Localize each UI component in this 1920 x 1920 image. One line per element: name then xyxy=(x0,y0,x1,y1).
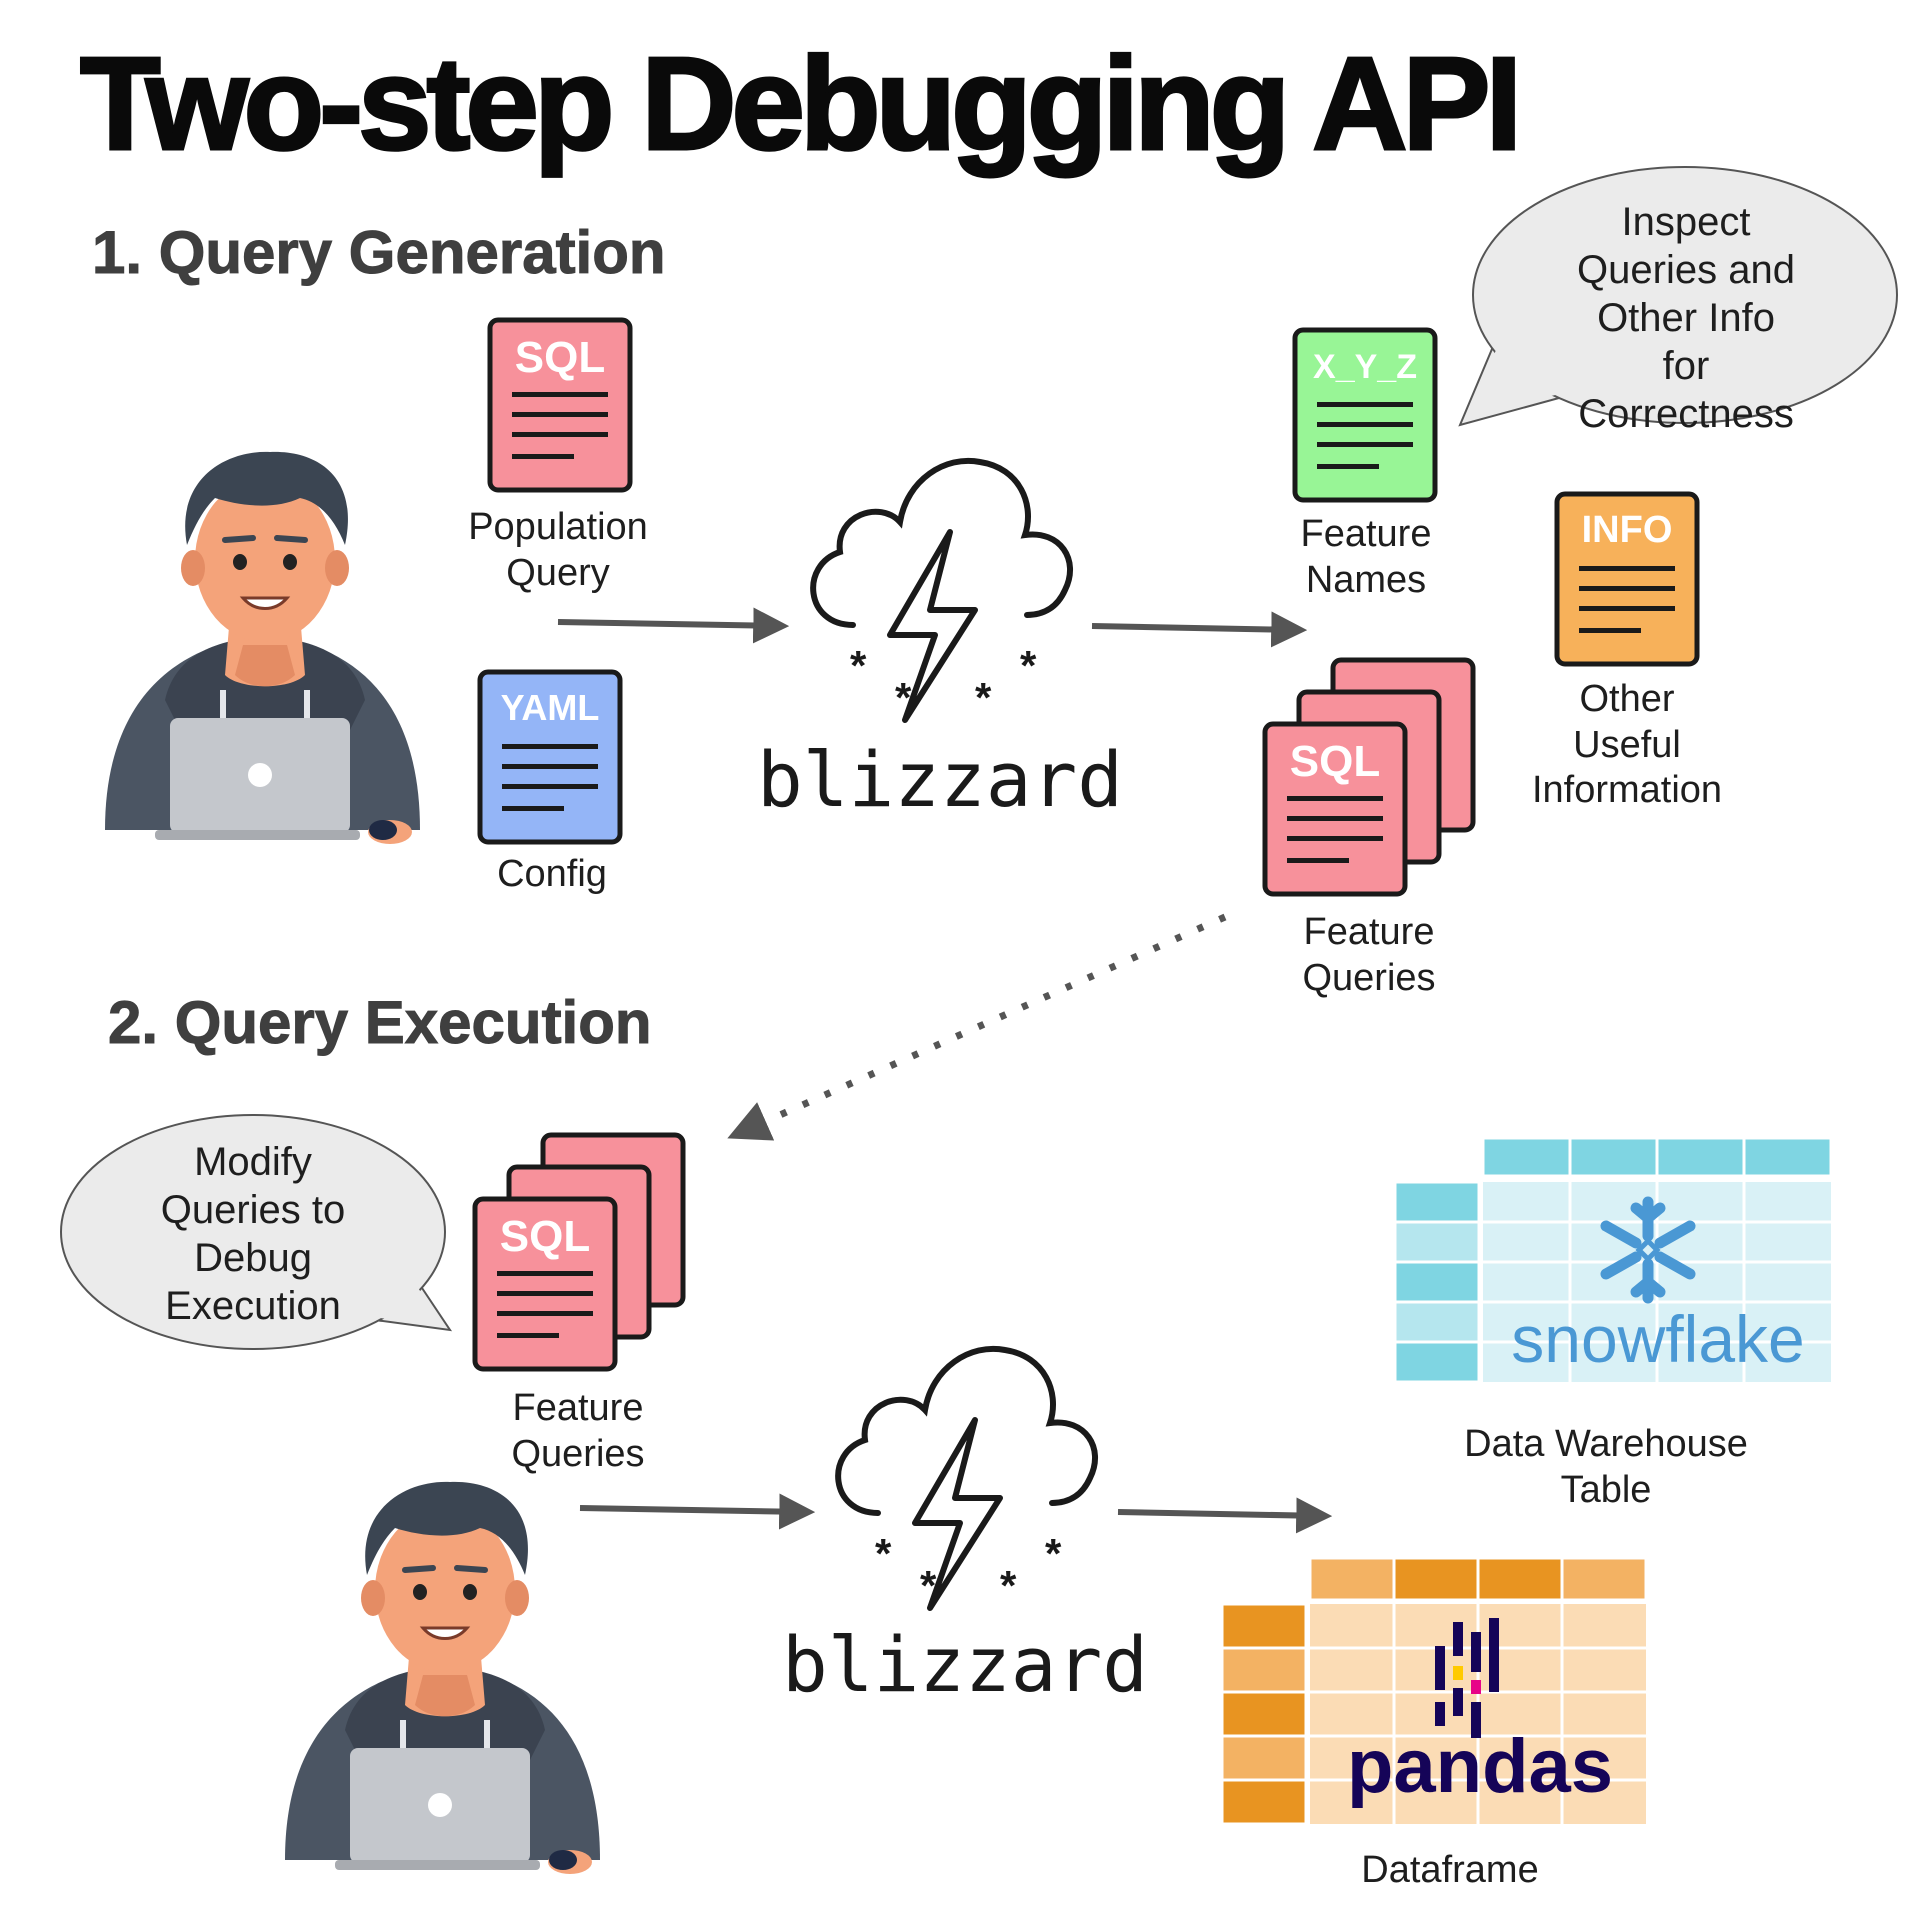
blizzard-brand-label-2: blizzard xyxy=(781,1620,1149,1709)
storm-cloud-icon-2 xyxy=(838,1349,1095,1609)
label-line: Information xyxy=(1531,769,1723,812)
label-line: Feature xyxy=(1300,513,1432,555)
data-warehouse-table-label: Data Warehouse Table xyxy=(1464,1422,1748,1513)
feature-queries-stack-icon-2: SQL xyxy=(472,1132,686,1372)
label-line: Feature xyxy=(512,1387,644,1429)
svg-text:INFO: INFO xyxy=(1582,509,1673,551)
arrow-from-blizzard xyxy=(1091,611,1308,648)
user-with-laptop-icon xyxy=(105,452,420,844)
snowflake-table-graphic xyxy=(1393,1136,1833,1384)
blizzard-brand-label: blizzard xyxy=(756,735,1124,824)
bubble-line: Correctness xyxy=(1578,392,1794,436)
section-query-execution: 2. Query Execution xyxy=(108,989,653,1057)
bubble-line: Inspect xyxy=(1621,200,1751,244)
config-yaml-document-icon: YAML xyxy=(477,669,623,845)
storm-cloud-icon xyxy=(813,461,1070,721)
bubble-line: Debug xyxy=(194,1236,312,1280)
bubble-line: Execution xyxy=(165,1284,341,1328)
feature-queries-label-2: Feature Queries xyxy=(511,1386,644,1477)
label-line: Queries xyxy=(511,1432,645,1475)
svg-text:X_Y_Z: X_Y_Z xyxy=(1313,348,1417,386)
info-document-icon: INFO xyxy=(1554,491,1700,667)
arrow-to-outputs xyxy=(1117,1497,1333,1534)
user-with-laptop-icon-2 xyxy=(285,1482,600,1874)
label-line: Queries xyxy=(1302,956,1436,999)
other-useful-information-label: Other Useful Information xyxy=(1532,677,1722,814)
label-line: Population xyxy=(468,506,648,548)
dataframe-label: Dataframe xyxy=(1361,1849,1539,1891)
arrow-to-blizzard-2 xyxy=(579,1493,816,1530)
label-line: Useful xyxy=(1573,723,1681,766)
label-line: Data Warehouse xyxy=(1464,1423,1748,1465)
label-line: Table xyxy=(1560,1468,1652,1511)
pandas-logo-text: pandas xyxy=(1347,1724,1613,1809)
arrow-to-blizzard xyxy=(557,607,790,644)
feature-names-label: Feature Names xyxy=(1301,512,1432,603)
label-line: Names xyxy=(1305,558,1427,601)
modify-speech-bubble xyxy=(60,1114,453,1350)
label-line: Query xyxy=(506,551,610,594)
svg-text:SQL: SQL xyxy=(500,1212,590,1261)
svg-text:YAML: YAML xyxy=(501,687,600,728)
dotted-arrow-to-execution xyxy=(727,913,1227,1141)
section-query-generation: 1. Query Generation xyxy=(92,219,667,287)
label-line: Other xyxy=(1579,678,1675,720)
modify-bubble-text: Modify Queries to Debug Execution xyxy=(161,1138,346,1330)
feature-names-document-icon: X_Y_Z xyxy=(1292,327,1438,503)
config-label: Config xyxy=(497,853,607,895)
snowflake-logo-text: snowflake xyxy=(1511,1302,1805,1376)
snowflake-logo-icon xyxy=(1600,1196,1696,1304)
feature-queries-stack-icon: SQL xyxy=(1262,657,1476,897)
pandas-logo-icon xyxy=(1435,1618,1499,1738)
population-query-document-icon: SQL xyxy=(487,317,633,493)
population-query-label: Population Query xyxy=(468,505,648,596)
feature-queries-label: Feature Queries xyxy=(1302,910,1435,1001)
page-title: Two-step Debugging API xyxy=(78,29,1523,179)
bubble-line: Queries to xyxy=(160,1188,346,1232)
bubble-line: Modify xyxy=(194,1140,312,1184)
inspect-speech-bubble xyxy=(1458,166,1898,427)
bubble-line: Queries and xyxy=(1577,248,1795,292)
bubble-line: Other Info for xyxy=(1597,296,1775,388)
svg-text:SQL: SQL xyxy=(1290,737,1380,786)
svg-text:SQL: SQL xyxy=(515,333,605,382)
inspect-bubble-text: Inspect Queries and Other Info for Corre… xyxy=(1569,198,1803,438)
label-line: Feature xyxy=(1303,911,1435,953)
